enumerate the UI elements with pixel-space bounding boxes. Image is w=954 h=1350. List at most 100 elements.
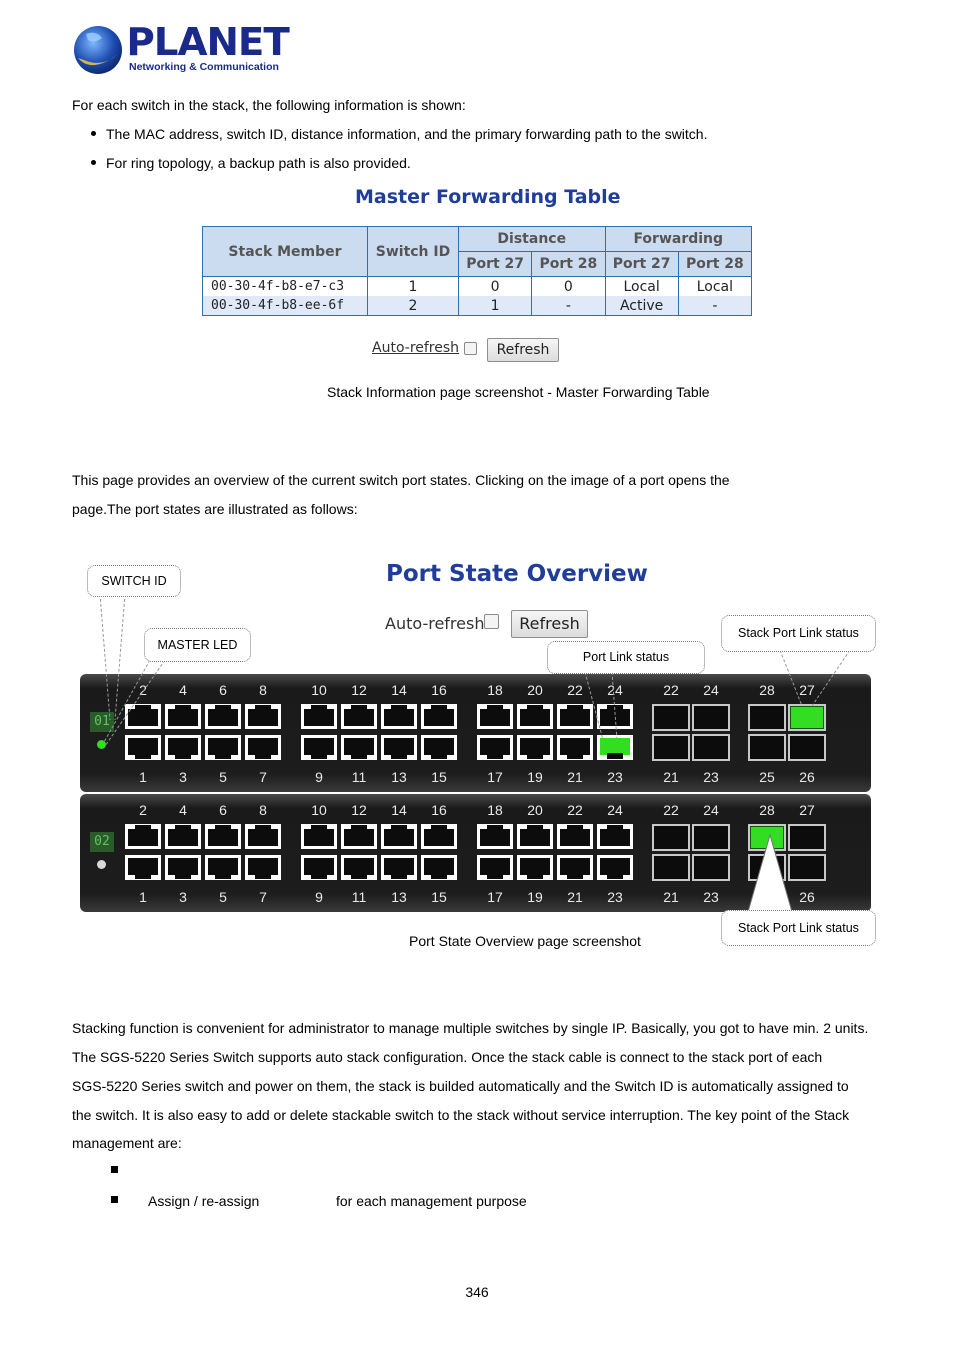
port[interactable] (125, 855, 161, 880)
port[interactable] (597, 735, 633, 760)
callout-port-link: Port Link status (547, 641, 705, 674)
port[interactable] (165, 855, 201, 880)
overview-text-2: page.The port states are illustrated as … (72, 501, 358, 517)
port[interactable] (557, 855, 593, 880)
port-number-bottom: 21 (567, 889, 583, 905)
planet-logo: PLANET Networking & Communication (72, 22, 290, 78)
port-number-bottom: 7 (259, 769, 267, 785)
pso-auto-refresh-checkbox[interactable] (484, 614, 499, 629)
sfp-port[interactable] (692, 734, 730, 761)
port[interactable] (381, 735, 417, 760)
sfp-port[interactable] (788, 704, 826, 731)
sfp-port[interactable] (652, 824, 690, 851)
port-number-top: 27 (799, 802, 815, 818)
refresh-button[interactable]: Refresh (487, 338, 559, 362)
port[interactable] (517, 855, 553, 880)
port[interactable] (205, 855, 241, 880)
port[interactable] (125, 704, 161, 729)
sfp-port[interactable] (652, 854, 690, 881)
col-stack-member: Stack Member (202, 226, 368, 277)
sfp-port[interactable] (652, 704, 690, 731)
sfp-port[interactable] (788, 824, 826, 851)
port[interactable] (421, 704, 457, 729)
port[interactable] (341, 855, 377, 880)
pso-auto-refresh-label[interactable]: Auto-refresh (385, 614, 485, 633)
square-bullet-icon (111, 1196, 118, 1203)
intro-bullet-1: The MAC address, switch ID, distance inf… (106, 126, 708, 142)
port-number-bottom: 9 (315, 889, 323, 905)
port[interactable] (301, 735, 337, 760)
port-number-bottom: 3 (179, 769, 187, 785)
sfp-port[interactable] (748, 734, 786, 761)
callout-stack-link-top: Stack Port Link status (721, 615, 876, 652)
port[interactable] (517, 704, 553, 729)
switch-id-display: 02 (90, 832, 114, 852)
port[interactable] (421, 824, 457, 849)
auto-refresh-label[interactable]: Auto-refresh (372, 340, 460, 356)
port[interactable] (205, 704, 241, 729)
cell-forwarding-27: Local (604, 276, 679, 296)
port[interactable] (245, 855, 281, 880)
port[interactable] (381, 704, 417, 729)
sfp-port[interactable] (788, 734, 826, 761)
port[interactable] (477, 704, 513, 729)
port[interactable] (341, 704, 377, 729)
sfp-port[interactable] (692, 704, 730, 731)
sfp-port[interactable] (748, 704, 786, 731)
port[interactable] (477, 855, 513, 880)
port[interactable] (205, 735, 241, 760)
sfp-port[interactable] (692, 854, 730, 881)
port[interactable] (165, 824, 201, 849)
port[interactable] (517, 824, 553, 849)
port-number-top: 14 (391, 802, 407, 818)
port[interactable] (245, 824, 281, 849)
port[interactable] (165, 704, 201, 729)
port[interactable] (421, 855, 457, 880)
port-number-top: 12 (351, 802, 367, 818)
port[interactable] (301, 855, 337, 880)
pso-caption: Port State Overview page screenshot (409, 933, 641, 949)
port[interactable] (421, 735, 457, 760)
port[interactable] (597, 855, 633, 880)
port[interactable] (245, 704, 281, 729)
port-number-top: 2 (139, 682, 147, 698)
master-led-icon (97, 860, 106, 869)
cell-mac: 00-30-4f-b8-e7-c3 (202, 276, 368, 296)
port-number-top: 24 (703, 802, 719, 818)
port[interactable] (381, 824, 417, 849)
port-number-bottom: 17 (487, 889, 503, 905)
port[interactable] (301, 824, 337, 849)
port[interactable] (341, 735, 377, 760)
pso-refresh-button[interactable]: Refresh (511, 610, 588, 638)
port-number-top: 12 (351, 682, 367, 698)
port-number-top: 22 (567, 682, 583, 698)
port[interactable] (301, 704, 337, 729)
port[interactable] (477, 735, 513, 760)
port[interactable] (517, 735, 553, 760)
port-state-title: Port State Overview (386, 561, 648, 587)
sfp-port[interactable] (652, 734, 690, 761)
port[interactable] (557, 824, 593, 849)
port[interactable] (557, 735, 593, 760)
port[interactable] (125, 735, 161, 760)
port-number-top: 8 (259, 682, 267, 698)
intro-text: For each switch in the stack, the follow… (72, 97, 466, 113)
port-number-top: 22 (663, 802, 679, 818)
port[interactable] (477, 824, 513, 849)
sfp-port[interactable] (692, 824, 730, 851)
port[interactable] (165, 735, 201, 760)
port[interactable] (597, 824, 633, 849)
port[interactable] (125, 824, 161, 849)
port[interactable] (381, 855, 417, 880)
port[interactable] (245, 735, 281, 760)
col-distance-port28: Port 28 (531, 251, 606, 277)
port[interactable] (205, 824, 241, 849)
port[interactable] (341, 824, 377, 849)
sfp-port[interactable] (788, 854, 826, 881)
stacking-bullet-2b: for each management purpose (336, 1193, 527, 1209)
port-number-bottom: 17 (487, 769, 503, 785)
port-number-bottom: 19 (527, 889, 543, 905)
port[interactable] (557, 704, 593, 729)
auto-refresh-checkbox[interactable] (464, 342, 477, 355)
